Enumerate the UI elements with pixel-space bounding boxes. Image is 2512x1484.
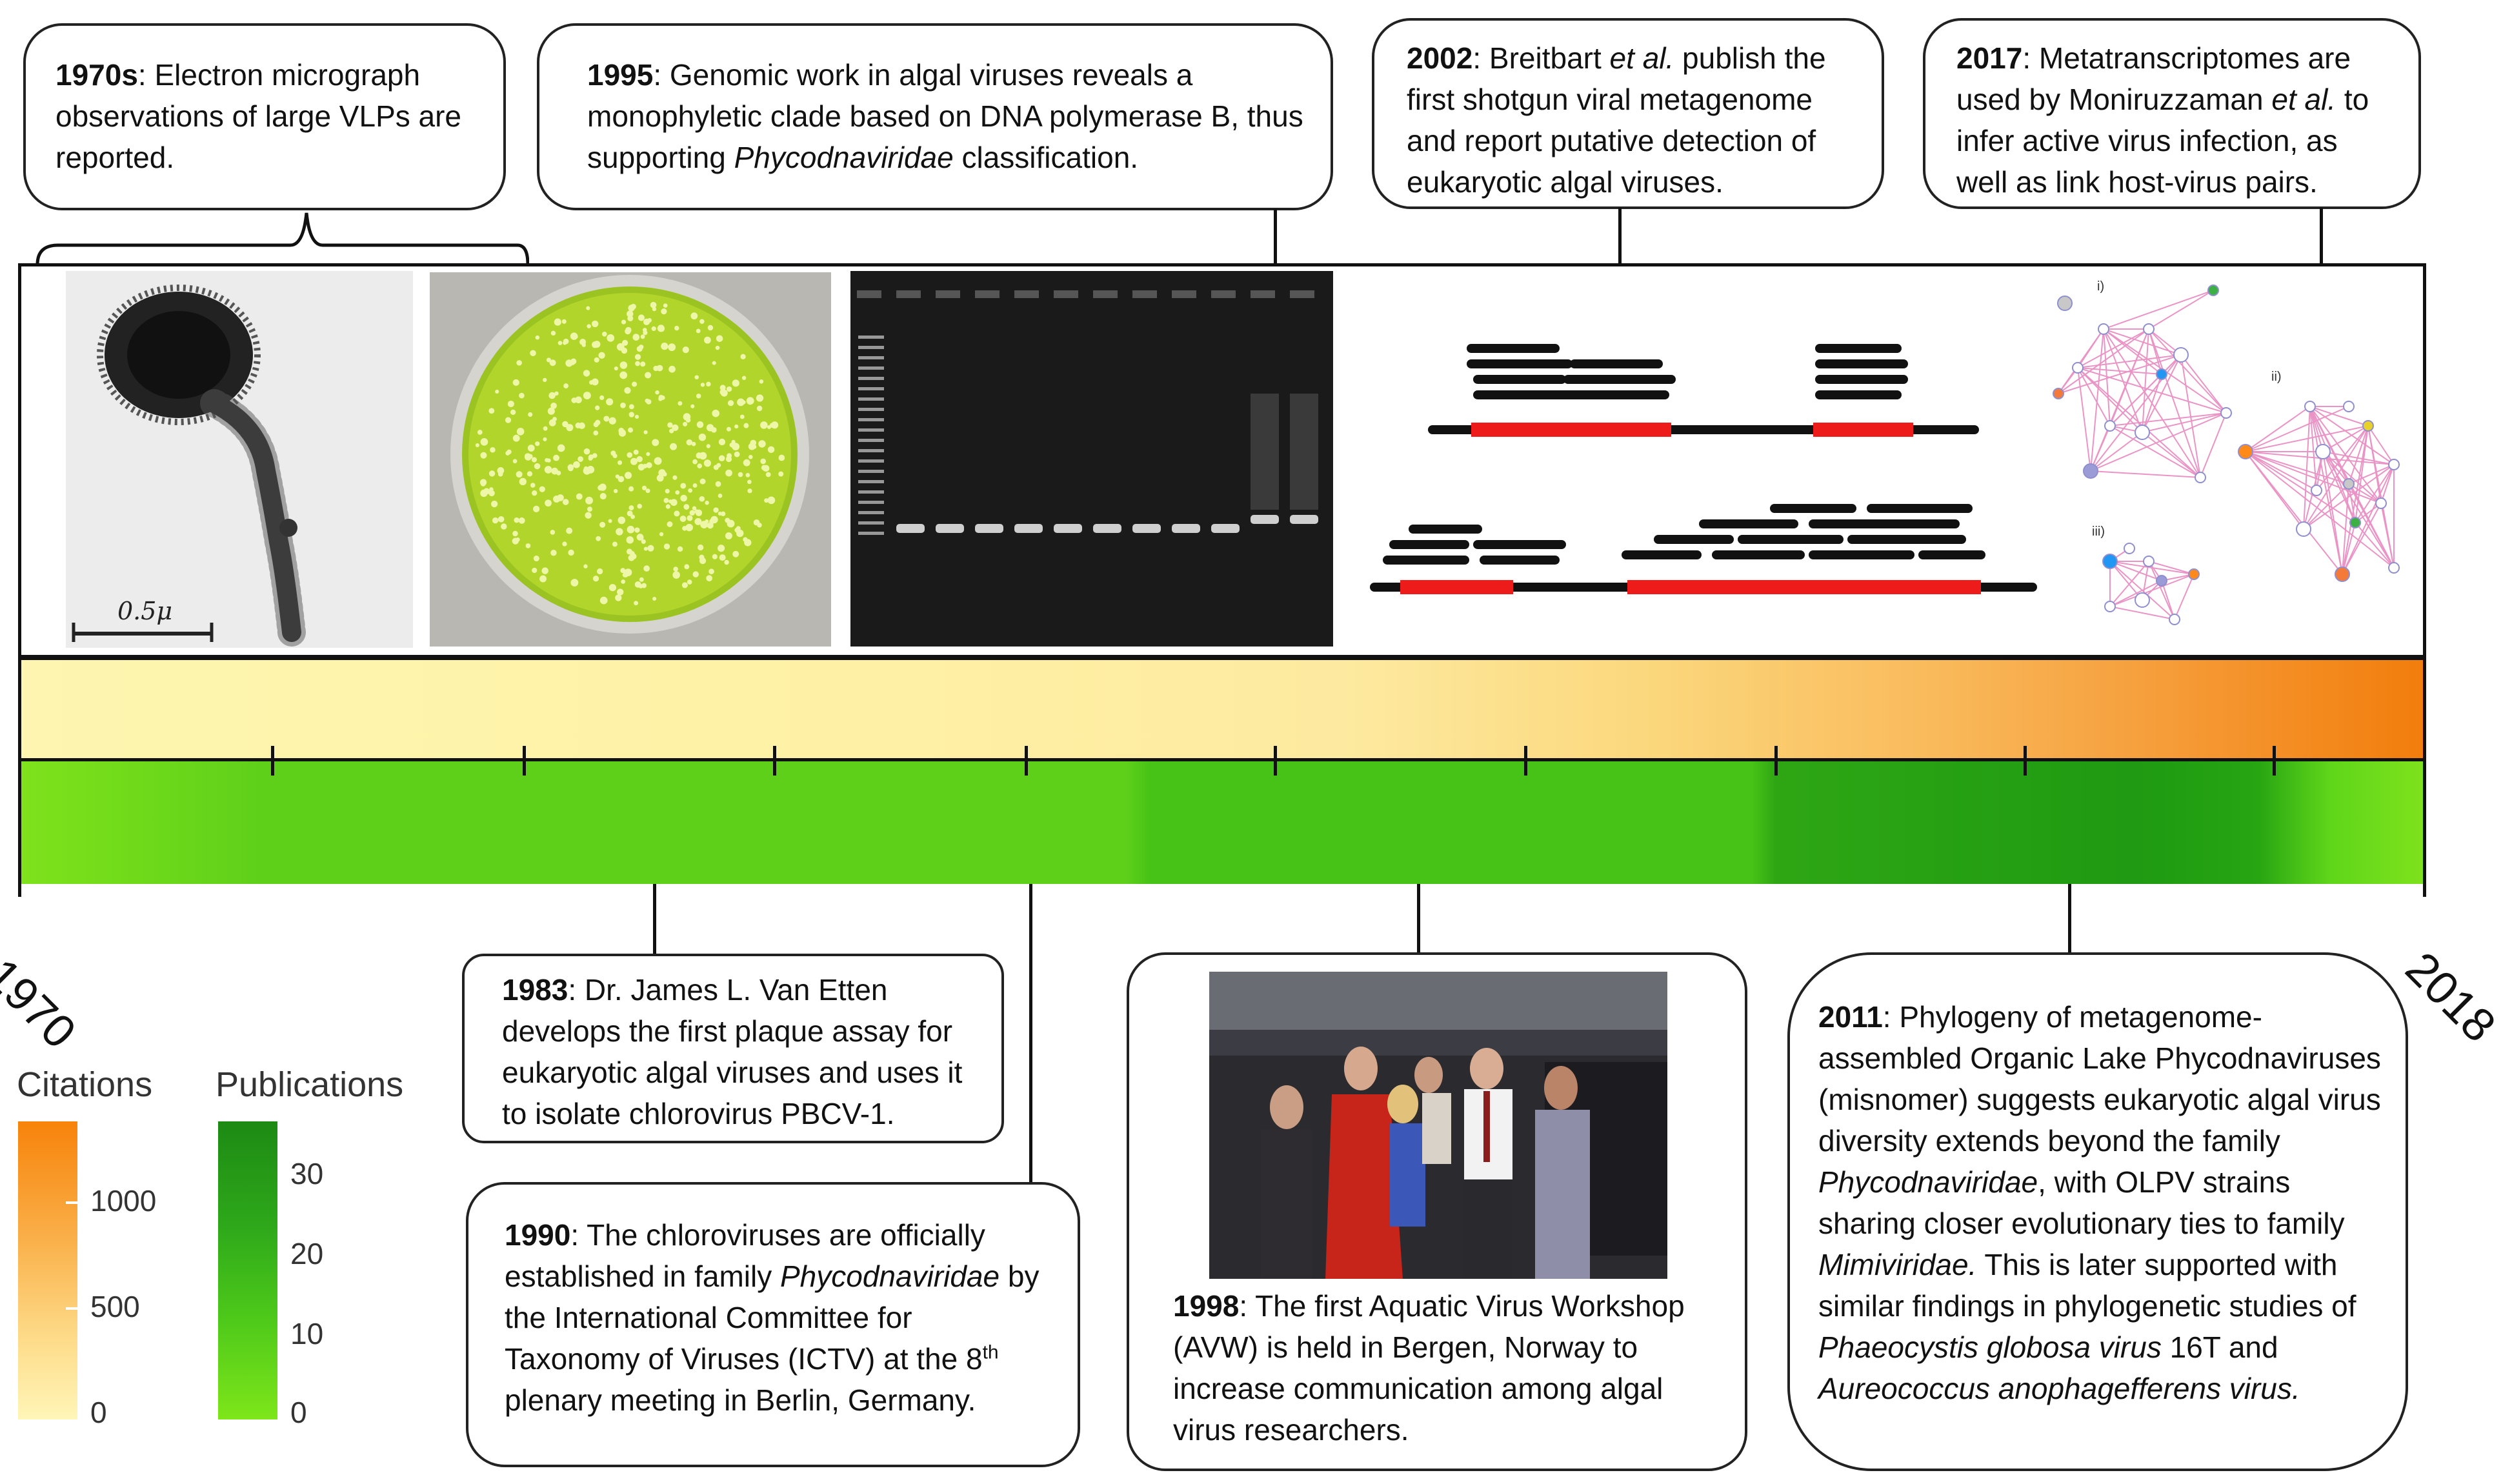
- workshop-photo: [1209, 972, 1667, 1279]
- publications-tick-30: 30: [290, 1157, 324, 1190]
- publications-tick-20: 20: [290, 1237, 324, 1270]
- connector-1995: [1274, 209, 1277, 265]
- plaque-assay-dish-image: [430, 272, 831, 647]
- publications-tick-0: 0: [290, 1396, 307, 1429]
- publications-bar: [18, 761, 2426, 884]
- publications-tick-10: 10: [290, 1317, 324, 1350]
- callout-1998-text: 1998: The first Aquatic Virus Workshop (…: [1173, 1289, 1685, 1447]
- axis-start-line: [18, 761, 21, 897]
- callout-1998: 1998: The first Aquatic Virus Workshop (…: [1127, 952, 1747, 1471]
- callout-2017: 2017: Metatranscriptomes are used by Mon…: [1923, 18, 2421, 209]
- legend-publications-colorbar: [218, 1121, 277, 1419]
- network-label-i: i): [2097, 279, 2104, 294]
- legend-citations-title: Citations: [17, 1065, 153, 1104]
- network-label-iii: iii): [2092, 525, 2105, 539]
- callout-2002: 2002: Breitbart et al. publish the first…: [1372, 18, 1884, 209]
- tick-3: [773, 746, 776, 776]
- tick-5: [1274, 746, 1277, 776]
- callout-1990: 1990: The chloroviruses are officially e…: [466, 1182, 1080, 1467]
- connector-2017: [2320, 208, 2323, 265]
- connector-2011: [2068, 884, 2071, 952]
- tick-8: [2024, 746, 2027, 776]
- tick-4: [1025, 746, 1028, 776]
- axis-end-year: 2018: [2395, 942, 2506, 1052]
- citations-tickmark-500: [66, 1307, 77, 1310]
- tick-1: [271, 746, 274, 776]
- connector-1998: [1417, 884, 1420, 952]
- metagenome-read-mapping-diagram: [1370, 344, 2037, 594]
- citations-bar: [18, 657, 2426, 761]
- connector-2002: [1618, 208, 1622, 265]
- callout-1983: 1983: Dr. James L. Van Etten develops th…: [462, 954, 1004, 1143]
- scale-bar-label: 0.5μ: [117, 597, 172, 625]
- tick-6: [1524, 746, 1527, 776]
- tick-2: [523, 746, 526, 776]
- legend-publications-title: Publications: [216, 1065, 404, 1104]
- callout-2011: 2011: Phylogeny of metagenome-assembled …: [1787, 952, 2408, 1471]
- callout-1970s: 1970s: Electron micrograph observations …: [23, 23, 506, 210]
- citations-tickmark-1000: [66, 1201, 77, 1204]
- legend-citations-colorbar: [18, 1121, 77, 1419]
- tick-9: [2273, 746, 2276, 776]
- network-label-ii: ii): [2271, 370, 2282, 384]
- axis-end-line: [2423, 761, 2426, 897]
- connector-1983: [653, 884, 656, 954]
- axis-start-year: 1970: [0, 948, 86, 1059]
- citations-tick-500: 500: [90, 1290, 140, 1323]
- connector-1990: [1029, 884, 1032, 1182]
- citations-tick-1000: 1000: [90, 1184, 157, 1218]
- dna-gel-image: [850, 271, 1333, 647]
- callout-1995: 1995: Genomic work in algal viruses reve…: [537, 23, 1333, 210]
- bracket-1970s: [35, 212, 529, 265]
- host-virus-network-graphs: i) ii) iii): [2053, 279, 2400, 625]
- citations-tick-0: 0: [90, 1396, 107, 1429]
- electron-micrograph-image: 0.5μ: [66, 271, 413, 648]
- tick-7: [1774, 746, 1778, 776]
